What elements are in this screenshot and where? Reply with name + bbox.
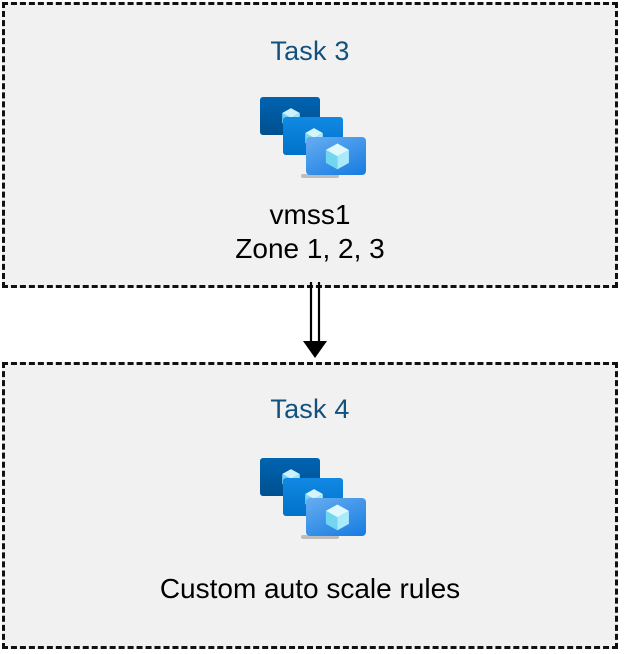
monitor-front [306,137,366,175]
task-4-caption: Custom auto scale rules [160,572,460,606]
task-3-caption-line-2: Zone 1, 2, 3 [235,233,385,264]
monitor-front [306,498,366,536]
task-box-task-3: Task 3 [2,2,618,288]
connector-arrow-task3-to-task4 [295,282,335,362]
task-box-task-4: Task 4 [2,362,618,649]
task-3-caption-line-1: vmss1 [269,199,351,230]
task-4-title: Task 4 [270,394,350,424]
task-3-caption: vmss1 Zone 1, 2, 3 [235,198,384,266]
vmss-icon-task-4 [250,448,370,548]
cube-glyph-front [325,504,349,531]
task-3-title: Task 3 [270,36,350,66]
vmss-icon-task-3 [250,87,370,187]
cube-glyph-front [325,143,349,170]
task-4-caption-line-1: Custom auto scale rules [159,573,461,604]
